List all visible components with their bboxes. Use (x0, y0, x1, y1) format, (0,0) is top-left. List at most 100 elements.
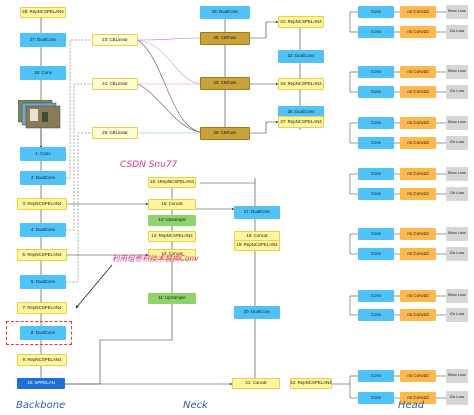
head-conv2d-8: nn.Conv2d (400, 228, 436, 240)
node-5-repncspelan4: 5: RepNCSPELAN4 (17, 249, 67, 261)
head-fan2-6 (349, 174, 358, 195)
annotation-text: 利用组卷积技术替换Conv (112, 254, 199, 263)
node-8-dualconv: 8: DualConv (20, 326, 66, 340)
head-conv2d-6: nn.Conv2d (400, 168, 436, 180)
head-conv2d-5: nn.Conv2d (400, 137, 436, 149)
node-4-dualconv: 4: DualConv (20, 223, 66, 237)
head-conv2d-3: nn.Conv2d (400, 86, 436, 98)
head-cls-loss-5: Cls Loss (446, 136, 468, 150)
head-conv2d-11: nn.Conv2d (400, 309, 436, 321)
head-bbox-loss-12: Bbox Loss (446, 369, 468, 383)
head-conv2d-4: nn.Conv2d (400, 117, 436, 129)
node-20-dualconv: 20: DualConv (234, 306, 280, 319)
node-9-repncspelan4: 9: RepNCSPELAN4 (17, 354, 67, 366)
head-conv-1: Conv (358, 26, 394, 38)
head-fan2-10 (349, 296, 358, 316)
curve-23-36 (137, 39, 201, 133)
fuse30-to-31 (250, 20, 279, 39)
head-cls-loss-11: Cls Loss (446, 308, 468, 322)
head-conv2d-10: nn.Conv2d (400, 290, 436, 302)
head-conv2d-0: nn.Conv2d (400, 6, 436, 18)
head-conv2d-12: nn.Conv2d (400, 370, 436, 382)
head-conv2d-1: nn.Conv2d (400, 26, 436, 38)
node-32-dualconv: 32: DualConv (278, 50, 324, 63)
head-bbox-loss-8: Bbox Loss (446, 227, 468, 241)
head-cls-loss-7: Cls Loss (446, 187, 468, 201)
node-27-dualconv: 27: DualConv (20, 33, 66, 47)
head-conv-9: Conv (358, 248, 394, 260)
node-1-conv: 1: Conv (20, 147, 66, 161)
head-bbox-loss-10: Bbox Loss (446, 289, 468, 303)
head-conv-0: Conv (358, 6, 394, 18)
head-fan2-8 (349, 234, 358, 255)
node-15-concat: 15: Concat (148, 199, 196, 210)
head-fan2-4 (349, 123, 358, 144)
node-31-repncspelan4: 31: RepNCSPELAN4 (278, 16, 324, 28)
node-11-upsample: 11: UpSample (148, 293, 196, 304)
node-12-concat: 12: Concat (148, 249, 196, 260)
node-26-conv: 26: Conv (20, 66, 66, 80)
head-conv-10: Conv (358, 290, 394, 302)
head-conv-5: Conv (358, 137, 394, 149)
node-28-repncspelan4: 28: RepNCSPELAN4 (20, 7, 66, 18)
head-conv-8: Conv (358, 228, 394, 240)
head-conv2d-13: nn.Conv2d (400, 392, 436, 404)
node-3-repncspelan4: 3: RepNCSPELAN4 (17, 198, 67, 210)
head-conv-7: Conv (358, 188, 394, 200)
annotation-arrow (75, 264, 113, 309)
head-bbox-loss-4: Bbox Loss (446, 116, 468, 130)
head-conv2d-7: nn.Conv2d (400, 188, 436, 200)
head-conv-3: Conv (358, 86, 394, 98)
node-25-cblinear: 25: CBLinear (92, 127, 138, 139)
node-24-cblinear: 24: CBLinear (92, 78, 138, 90)
node-17-dualconv: 17: DualConv (234, 206, 280, 219)
dash-cb25 (55, 132, 92, 283)
head-fan2-0 (349, 12, 358, 33)
highlight-dashed-box (6, 321, 72, 345)
head-cls-loss-9: Cls Loss (446, 247, 468, 261)
head-fan2-12 (349, 376, 358, 399)
node-23-cblinear: 23: CBLinear (92, 34, 138, 46)
head-cls-loss-3: Cls Loss (446, 85, 468, 99)
head-conv-4: Conv (358, 117, 394, 129)
head-wires (349, 11, 446, 399)
curve-23-30 (137, 37, 201, 41)
node-16-repncspelan4: 16: 1RepNCSPELAN4 (148, 177, 196, 188)
head-conv2d-9: nn.Conv2d (400, 248, 436, 260)
head-conv-12: Conv (358, 370, 394, 382)
section-label-head: Head (398, 400, 425, 411)
node-29-dualconv: 29: DualConv (200, 6, 250, 19)
dash-cb24 (55, 83, 92, 231)
node-22-repncspelan4: 22: RepNCSPELAN4 (290, 378, 332, 389)
head-bbox-loss-6: Bbox Loss (446, 167, 468, 181)
head-cls-loss-13: Cls Loss (446, 391, 468, 405)
curve-23-33 (137, 39, 201, 85)
section-label-neck: Neck (183, 400, 208, 411)
node-30-cbfuse: 30: CBFuse (200, 32, 250, 45)
head-cls-loss-1: Cls Loss (446, 25, 468, 39)
node-6-dualconv: 6: DualConv (20, 275, 66, 289)
node-33-cbfuse: 33: CBFuse (200, 77, 250, 90)
node-36-cbfuse: 36: CBFuse (200, 127, 250, 140)
node-34-repncspelan4: 34: RepNCSPELAN4 (278, 78, 324, 90)
watermark-text: CSDN Snu77 (120, 160, 178, 170)
node-14-upsample: 14: UpSample (148, 215, 196, 226)
head-conv-2: Conv (358, 66, 394, 78)
node-21-concat: 21: Concat (232, 378, 280, 389)
n16-to-17 (196, 183, 234, 212)
head-conv-11: Conv (358, 309, 394, 321)
head-conv-6: Conv (358, 168, 394, 180)
head-fan2-2 (349, 72, 358, 93)
node-2-dualconv: 2: DualConv (20, 171, 66, 185)
node-19-repncspelan4: 19: RepNCSPELAN4 (234, 240, 280, 251)
curve-24-36 (137, 83, 201, 133)
node-13-repncspelan4: 13: RepNCSPELAN4 (148, 231, 196, 242)
node-37-repncspelan4: 37: RepNCSPELAN4 (278, 116, 324, 128)
fuse36-to-37 (250, 120, 279, 134)
section-label-backbone: Backbone (16, 400, 66, 411)
node-7-repncspelan4: 7: RepNCSPELAN4 (17, 302, 67, 314)
head-conv-13: Conv (358, 392, 394, 404)
head-conv2d-2: nn.Conv2d (400, 66, 436, 78)
head-bbox-loss-2: Bbox Loss (446, 65, 468, 79)
